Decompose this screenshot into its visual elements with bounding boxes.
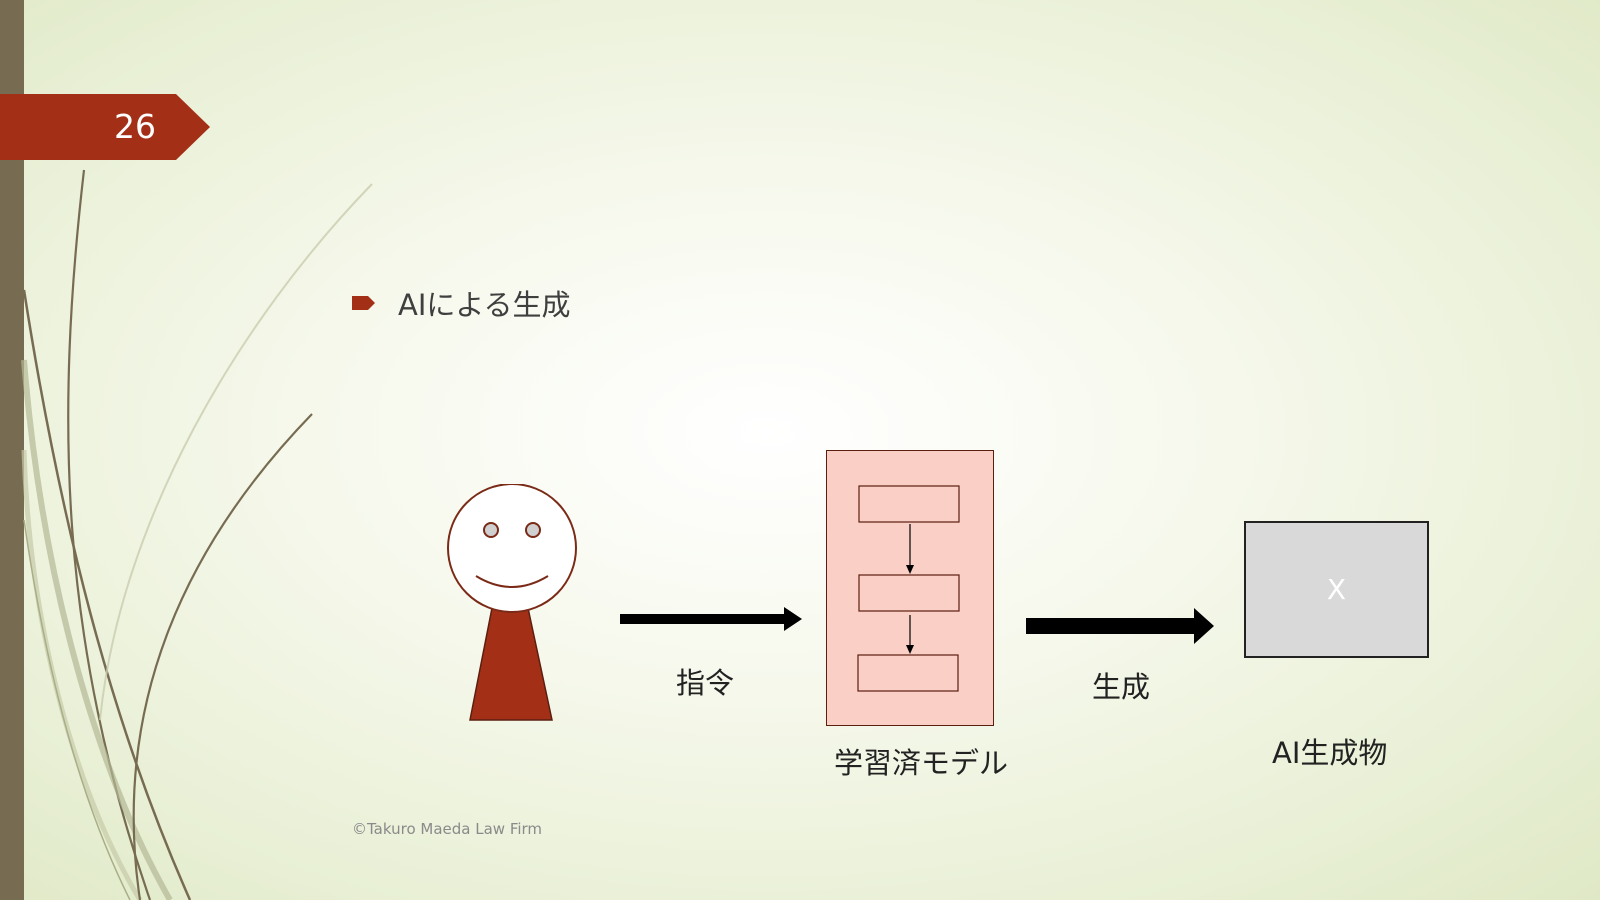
output-mark: X bbox=[1326, 573, 1347, 606]
ai-output-box: X bbox=[1244, 521, 1429, 658]
instruction-arrow bbox=[620, 607, 802, 631]
model-label: 学習済モデル bbox=[834, 746, 1009, 780]
instruction-label: 指令 bbox=[676, 666, 735, 700]
slide-number-badge: 26 bbox=[0, 94, 210, 160]
person-figure bbox=[447, 484, 577, 721]
bullet-item: AIによる生成 bbox=[352, 282, 571, 324]
generate-arrow bbox=[1026, 608, 1214, 644]
copyright-text: ©Takuro Maeda Law Firm bbox=[352, 820, 543, 838]
trained-model-box bbox=[826, 450, 994, 726]
model-layers bbox=[857, 485, 960, 692]
grass-decoration bbox=[21, 169, 373, 900]
bullet-arrow-icon bbox=[352, 296, 375, 310]
bullet-text: AIによる生成 bbox=[398, 288, 571, 322]
output-label: AI生成物 bbox=[1272, 736, 1388, 770]
generate-label: 生成 bbox=[1092, 670, 1151, 704]
slide-number: 26 bbox=[114, 107, 156, 146]
